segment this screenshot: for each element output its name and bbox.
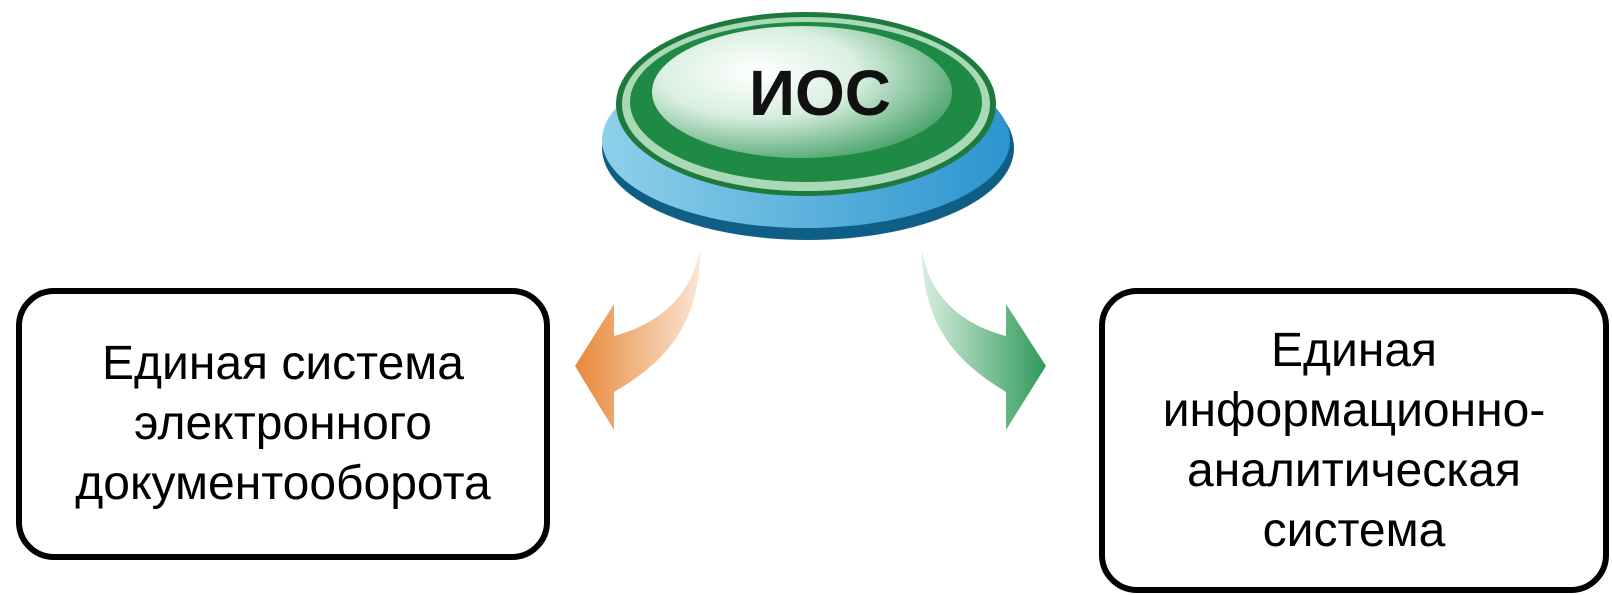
right-node-box: Единая информационно- аналитическая сист… [1099, 288, 1609, 593]
center-node-label: ИОС [749, 57, 891, 129]
right-node-label: Единая информационно- аналитическая сист… [1162, 323, 1546, 557]
arrow-left-icon [575, 250, 700, 430]
arrow-right-icon [922, 250, 1046, 430]
left-node-label: Единая система электронного документообо… [75, 337, 491, 510]
center-node-shape [602, 12, 1014, 240]
left-node-box: Единая система электронного документообо… [16, 288, 550, 560]
